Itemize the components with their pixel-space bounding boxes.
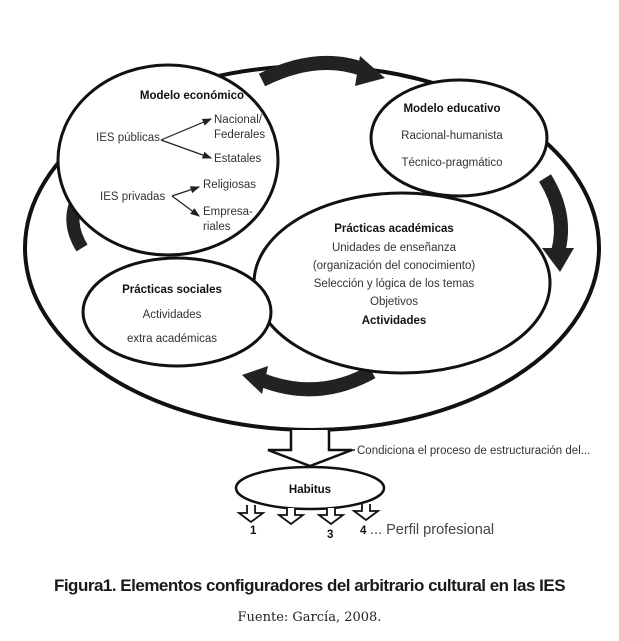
religiosas: Religiosas xyxy=(203,179,256,191)
estatales: Estatales xyxy=(214,153,262,165)
cycle-arrow-right xyxy=(538,174,574,272)
habitus-ellipse xyxy=(234,465,386,511)
modelo-economico-title: Modelo económico xyxy=(140,90,244,102)
down-block-arrow xyxy=(267,430,353,468)
ies-privadas: IES privadas xyxy=(100,191,165,203)
figure-source: Fuente: García, 2008. xyxy=(237,610,382,625)
practicas-sociales-line: extra académicas xyxy=(127,333,217,345)
empresariales-1: Empresa- xyxy=(203,206,253,218)
profile-number: 1 xyxy=(250,525,257,537)
economico-arrows xyxy=(160,118,213,217)
figure-caption: Figura1. Elementos configuradores del ar… xyxy=(53,576,566,595)
practicas-academicas-line: Objetivos xyxy=(370,296,418,308)
practicas-academicas-line: Selección y lógica de los temas xyxy=(314,278,475,290)
practicas-academicas-line: (organización del conocimiento) xyxy=(313,260,476,272)
modelo-educativo-item: Técnico-pragmático xyxy=(402,157,503,169)
modelo-educativo-title: Modelo educativo xyxy=(403,103,500,115)
practicas-sociales-line: Actividades xyxy=(143,309,202,321)
ies-publicas: IES públicas xyxy=(96,132,160,144)
cycle-arrow-bottom xyxy=(242,365,376,397)
practicas-academicas-last: Actividades xyxy=(362,315,427,327)
modelo-economico-ellipse xyxy=(56,63,280,257)
habitus-label: Habitus xyxy=(289,484,331,496)
profile-number: 3 xyxy=(327,529,333,541)
habitus-output-arrows xyxy=(236,504,381,526)
cycle-arrow-top xyxy=(258,55,385,87)
nacional: Nacional/ xyxy=(214,114,263,126)
empresariales-2: riales xyxy=(203,221,231,233)
condiciona-text: Condiciona el proceso de estructuración … xyxy=(357,445,590,457)
practicas-academicas-title: Prácticas académicas xyxy=(334,223,454,235)
federales: Federales xyxy=(214,129,265,141)
practicas-sociales-ellipse xyxy=(81,256,273,368)
modelo-educativo-ellipse xyxy=(369,78,549,198)
perfil-profesional: ... Perfil profesional xyxy=(370,522,494,538)
profile-number: 4 xyxy=(360,525,367,537)
practicas-sociales-title: Prácticas sociales xyxy=(122,284,222,296)
modelo-educativo-item: Racional-humanista xyxy=(401,130,503,142)
practicas-academicas-line: Unidades de enseñanza xyxy=(332,242,457,254)
